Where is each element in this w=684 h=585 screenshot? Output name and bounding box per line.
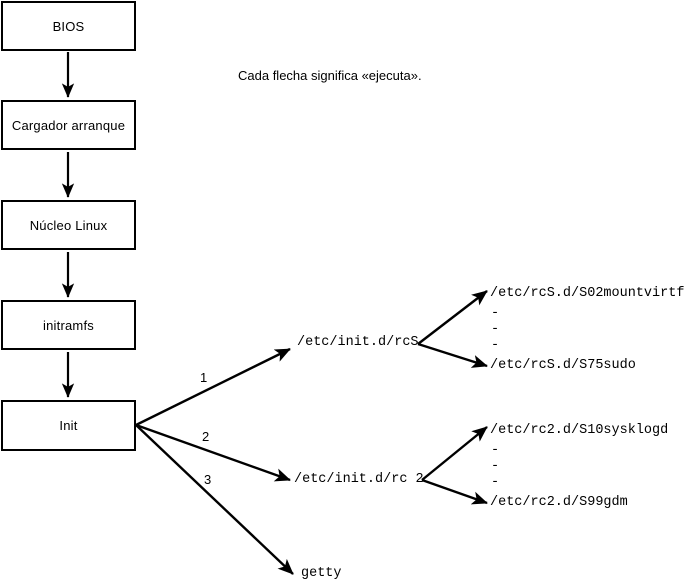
- branch-number-3: 3: [204, 472, 212, 487]
- branch-number-2: 2: [202, 429, 210, 444]
- init-target-rcs: /etc/init.d/rcS: [297, 335, 419, 350]
- stage-label-kernel: Núcleo Linux: [29, 217, 108, 233]
- rc2-ellipsis-dash-2: -: [491, 459, 500, 474]
- arrow-rcs-to-first-script: [417, 290, 488, 345]
- arrow-rcs-to-last-script: [417, 342, 488, 368]
- init-target-rc2: /etc/init.d/rc 2: [294, 472, 424, 487]
- rcs-ellipsis-dash-3: -: [491, 338, 500, 353]
- branch-number-1: 1: [200, 370, 208, 385]
- stage-box-bios[interactable]: BIOS: [1, 1, 136, 51]
- rcs-script-last: /etc/rcS.d/S75sudo: [490, 358, 636, 373]
- stage-label-init: Init: [59, 418, 78, 433]
- rc2-script-last: /etc/rc2.d/S99gdm: [490, 495, 628, 510]
- rcs-ellipsis-dash-2: -: [491, 322, 500, 337]
- rc2-script-first: /etc/rc2.d/S10sysklogd: [490, 423, 669, 438]
- stage-label-bios: BIOS: [52, 18, 85, 34]
- stage-label-initramfs: initramfs: [43, 317, 94, 333]
- init-target-getty: getty: [301, 566, 342, 581]
- stage-box-initramfs[interactable]: initramfs: [1, 300, 136, 350]
- stage-label-bootloader: Cargador arranque: [11, 117, 126, 133]
- arrow-rc2-to-first-script: [421, 426, 488, 481]
- arrow-rc2-to-last-script: [421, 478, 488, 505]
- rc2-ellipsis-dash-1: -: [491, 443, 500, 458]
- rcs-ellipsis-dash-1: -: [491, 306, 500, 321]
- arrow-init-to-rcs: [135, 347, 291, 427]
- rc2-ellipsis-dash-3: -: [491, 475, 500, 490]
- diagram-caption: Cada flecha significa «ejecuta».: [238, 68, 422, 83]
- stage-box-bootloader[interactable]: Cargador arranque: [1, 100, 136, 150]
- arrow-init-to-rc2: [135, 423, 291, 482]
- arrow-init-to-getty: [135, 424, 294, 575]
- rcs-script-first: /etc/rcS.d/S02mountvirtfs: [490, 286, 684, 301]
- stage-box-kernel[interactable]: Núcleo Linux: [1, 200, 136, 250]
- stage-box-init[interactable]: Init: [1, 400, 136, 451]
